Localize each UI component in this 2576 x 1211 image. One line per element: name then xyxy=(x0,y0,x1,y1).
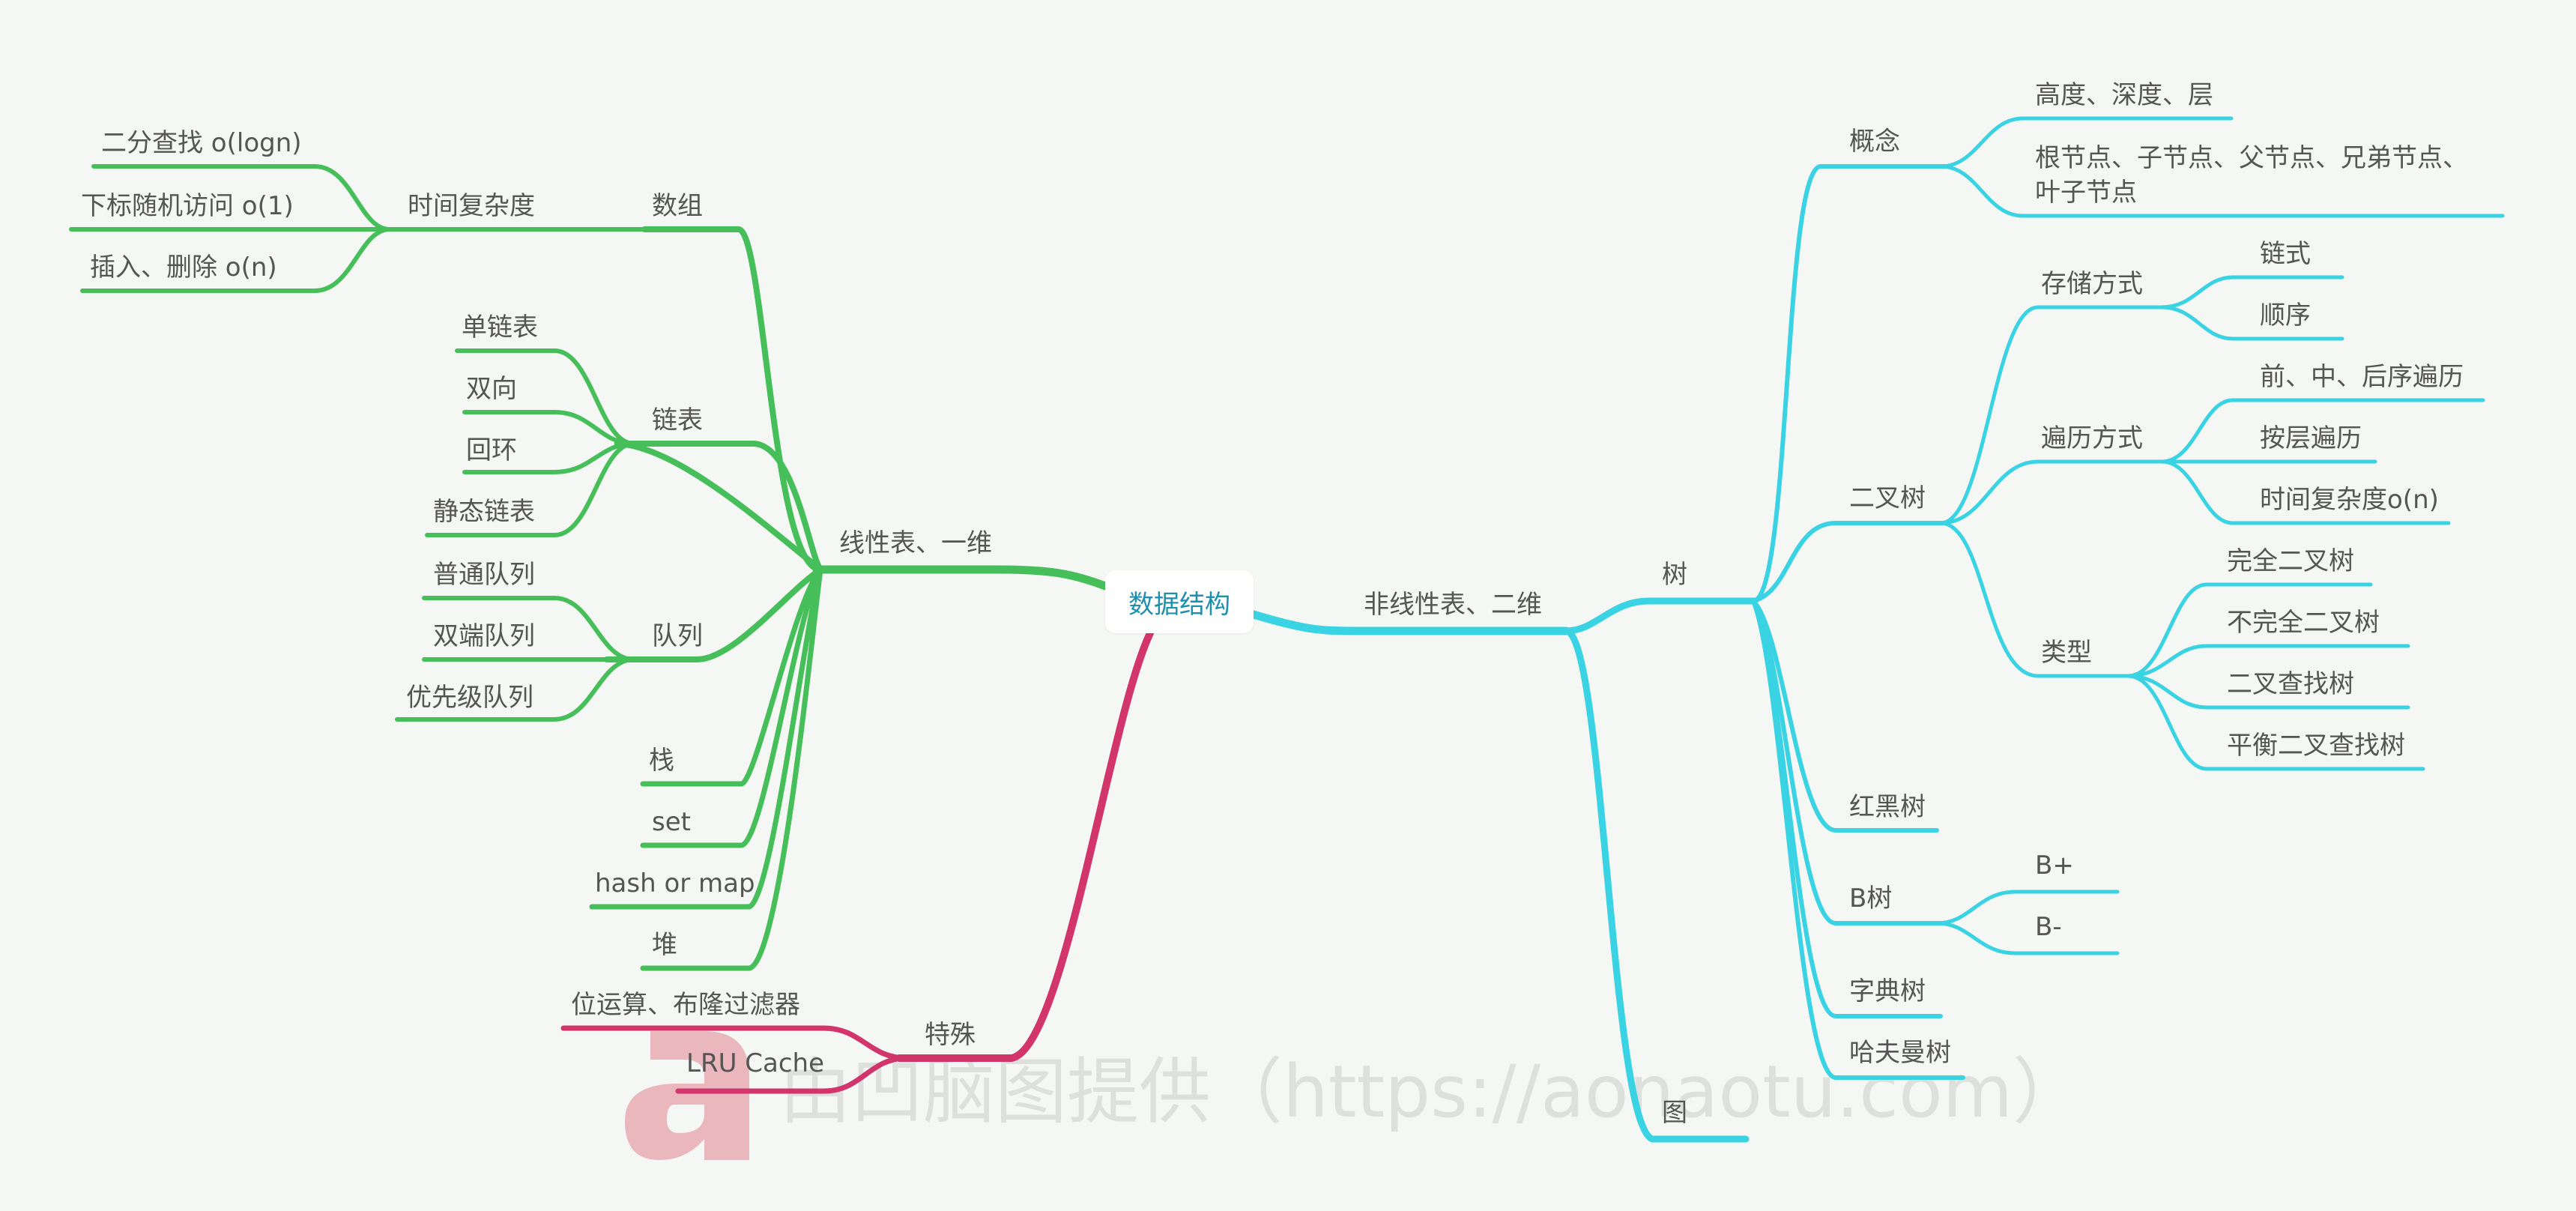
node-red-black: 红黑树 xyxy=(1849,792,1926,822)
node-time-complexity: 时间复杂度 xyxy=(408,191,535,221)
node-insert-delete: 插入、删除 o(n) xyxy=(90,253,277,283)
node-level-order: 按层遍历 xyxy=(2260,423,2362,453)
root-label: 数据结构 xyxy=(1128,589,1230,620)
node-complete-bt: 完全二叉树 xyxy=(2227,546,2354,576)
node-concept: 概念 xyxy=(1849,127,1900,157)
node-deque: 双端队列 xyxy=(433,621,535,651)
node-binary-search: 二分查找 o(logn) xyxy=(101,128,302,158)
node-bst: 二叉查找树 xyxy=(2227,669,2354,699)
watermark-logo xyxy=(625,1031,749,1160)
node-leaf-node: 叶子节点 xyxy=(2035,178,2137,208)
node-priority-queue: 优先级队列 xyxy=(406,683,533,713)
node-balanced-bst: 平衡二叉查找树 xyxy=(2227,731,2405,761)
watermark-text: 由凹脑图提供（https://aonaotu.com） xyxy=(779,1050,2084,1134)
node-special: 特殊 xyxy=(925,1020,976,1050)
node-traversal: 遍历方式 xyxy=(2041,423,2143,453)
node-static-linked: 静态链表 xyxy=(433,497,535,527)
node-set: set xyxy=(652,807,691,837)
node-doubly-linked: 双向 xyxy=(466,374,517,404)
node-bt-types: 类型 xyxy=(2041,638,2092,668)
node-lru-cache: LRU Cache xyxy=(686,1048,824,1078)
node-random-access: 下标随机访问 o(1) xyxy=(81,191,294,221)
node-storage: 存储方式 xyxy=(2041,269,2143,299)
node-node-types: 根节点、子节点、父节点、兄弟节点、 xyxy=(2035,143,2468,173)
node-linear: 线性表、一维 xyxy=(839,528,992,558)
node-bitwise-bloom: 位运算、布隆过滤器 xyxy=(571,990,800,1020)
node-sequential-storage: 顺序 xyxy=(2260,301,2311,330)
node-array: 数组 xyxy=(652,191,703,221)
node-trie: 字典树 xyxy=(1849,976,1926,1006)
node-hash: hash or map xyxy=(595,869,755,899)
node-linked-list: 链表 xyxy=(652,405,703,435)
node-tree: 树 xyxy=(1662,560,1687,590)
node-nonlinear: 非线性表、二维 xyxy=(1364,590,1542,620)
node-circular-linked: 回环 xyxy=(466,435,517,465)
node-normal-queue: 普通队列 xyxy=(433,560,535,590)
node-queue: 队列 xyxy=(652,621,703,651)
node-huffman: 哈夫曼树 xyxy=(1849,1038,1951,1068)
node-b-tree: B树 xyxy=(1849,884,1892,913)
node-b-plus: B+ xyxy=(2035,851,2074,881)
node-b-minus: B- xyxy=(2035,912,2062,942)
node-binary-tree: 二叉树 xyxy=(1849,483,1926,513)
node-traversal-complexity: 时间复杂度o(n) xyxy=(2260,485,2439,515)
node-singly-linked: 单链表 xyxy=(462,312,538,342)
node-pre-in-post: 前、中、后序遍历 xyxy=(2260,362,2464,392)
node-linked-storage: 链式 xyxy=(2260,239,2311,269)
node-incomplete-bt: 不完全二叉树 xyxy=(2227,608,2380,638)
node-stack: 栈 xyxy=(649,746,674,776)
root-node[interactable]: 数据结构 xyxy=(1105,570,1254,633)
node-graph: 图 xyxy=(1662,1098,1687,1128)
node-heap: 堆 xyxy=(652,930,677,960)
node-height-depth: 高度、深度、层 xyxy=(2035,80,2213,110)
watermark: 由凹脑图提供（https://aonaotu.com） xyxy=(625,1031,2084,1160)
